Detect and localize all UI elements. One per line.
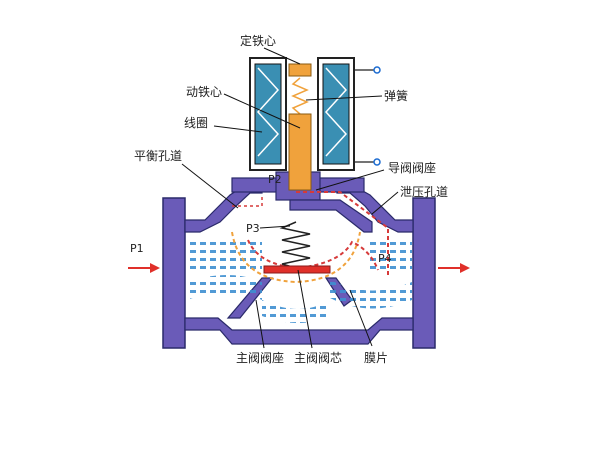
- label-p3: P3: [246, 222, 260, 235]
- inlet-arrow: [128, 263, 160, 273]
- moving-iron-core: [288, 113, 312, 191]
- relief-dashed: [296, 191, 389, 276]
- label-diaphragm: 膜片: [364, 351, 388, 365]
- label-main-seat: 主阀阀座: [236, 350, 284, 365]
- label-p4: P4: [378, 252, 392, 265]
- label-p1: P1: [130, 242, 144, 255]
- label-spring: 弹簧: [384, 88, 408, 103]
- fixed-iron-core: [288, 63, 312, 77]
- left-flange: [162, 197, 186, 349]
- label-p2: P2: [268, 173, 282, 186]
- main-valve-core: [263, 265, 331, 274]
- label-pilot-seat: 导阀阀座: [388, 160, 436, 175]
- diaphragm-red: [247, 239, 379, 271]
- right-coil: [317, 57, 355, 171]
- label-fixed-core: 定铁心: [240, 33, 276, 48]
- body-top-wall-right: [336, 184, 414, 233]
- label-relief-hole: 泄压孔道: [400, 185, 448, 199]
- terminal-top: [373, 66, 381, 74]
- core-spring: [291, 77, 309, 115]
- main-spring: [279, 221, 311, 269]
- balance-dashed: [232, 196, 263, 207]
- leader-lines: [181, 47, 399, 349]
- label-moving-core: 动铁心: [186, 85, 222, 99]
- terminal-bottom: [373, 158, 381, 166]
- relief-channel: [289, 199, 373, 233]
- outlet-arrow: [438, 263, 470, 273]
- body-bottom-wall: [184, 317, 414, 345]
- label-balance-hole: 平衡孔道: [134, 149, 182, 163]
- left-coil: [249, 57, 287, 171]
- right-flange: [412, 197, 436, 349]
- body-top-wall: [184, 184, 263, 233]
- label-main-core: 主阀阀芯: [294, 351, 342, 365]
- fluid-flow: [186, 240, 412, 323]
- label-coil: 线圈: [184, 116, 208, 130]
